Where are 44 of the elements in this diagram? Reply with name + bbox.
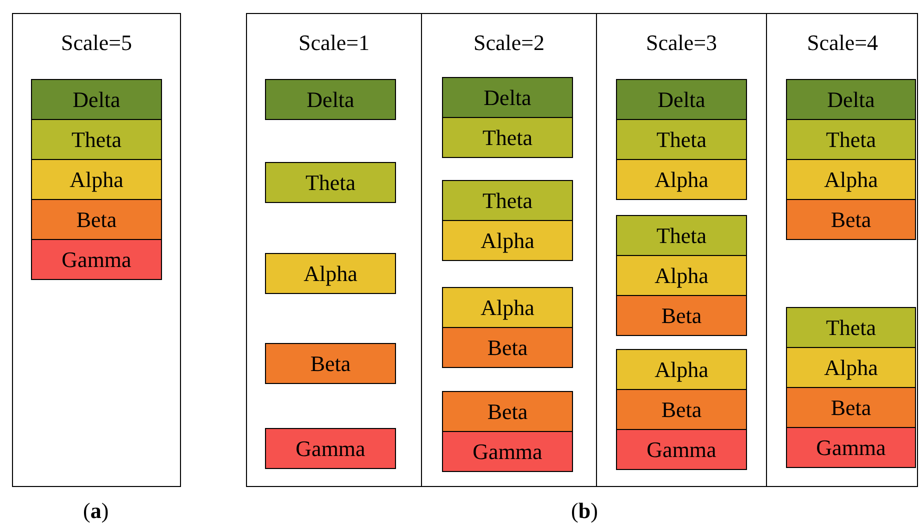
level-block: Beta [31,199,162,240]
level-block: Gamma [265,428,396,469]
level-block: Theta [442,180,573,221]
level-block: Gamma [31,239,162,280]
level-block: Beta [265,343,396,384]
level-block: Theta [442,117,573,158]
level-block: Theta [265,162,396,203]
level-block: Theta [616,119,747,160]
column-heading: Scale=3 [644,30,718,56]
level-block: Theta [616,215,747,256]
level-block: Alpha [442,220,573,261]
level-block: Alpha [616,349,747,390]
level-block: Delta [616,79,747,120]
level-block: Beta [616,295,747,336]
level-block: Delta [786,79,916,120]
level-block: Gamma [442,431,573,472]
level-block: Alpha [442,287,573,328]
panel-label: (b) [570,497,599,525]
level-block: Alpha [786,159,916,200]
column-heading: Scale=4 [806,30,880,56]
level-block: Gamma [786,427,916,468]
level-block: Alpha [616,159,747,200]
level-block: Alpha [616,255,747,296]
panel-label: (a) [82,497,110,525]
level-block: Alpha [786,347,916,388]
panel-frame [246,13,918,487]
column-heading: Scale=1 [297,30,371,56]
level-block: Alpha [31,159,162,200]
column-heading: Scale=2 [472,30,546,56]
level-block: Beta [786,199,916,240]
level-block: Gamma [616,429,747,470]
level-block: Delta [265,79,396,120]
level-block: Theta [786,307,916,348]
level-block: Beta [616,389,747,430]
level-block: Beta [786,387,916,428]
level-block: Theta [31,119,162,160]
level-block: Beta [442,327,573,368]
level-block: Theta [786,119,916,160]
panel-frame [12,13,181,487]
level-block: Beta [442,391,573,432]
level-block: Alpha [265,253,396,294]
column-heading: Scale=5 [60,30,134,56]
level-block: Delta [31,79,162,120]
level-block: Delta [442,77,573,118]
